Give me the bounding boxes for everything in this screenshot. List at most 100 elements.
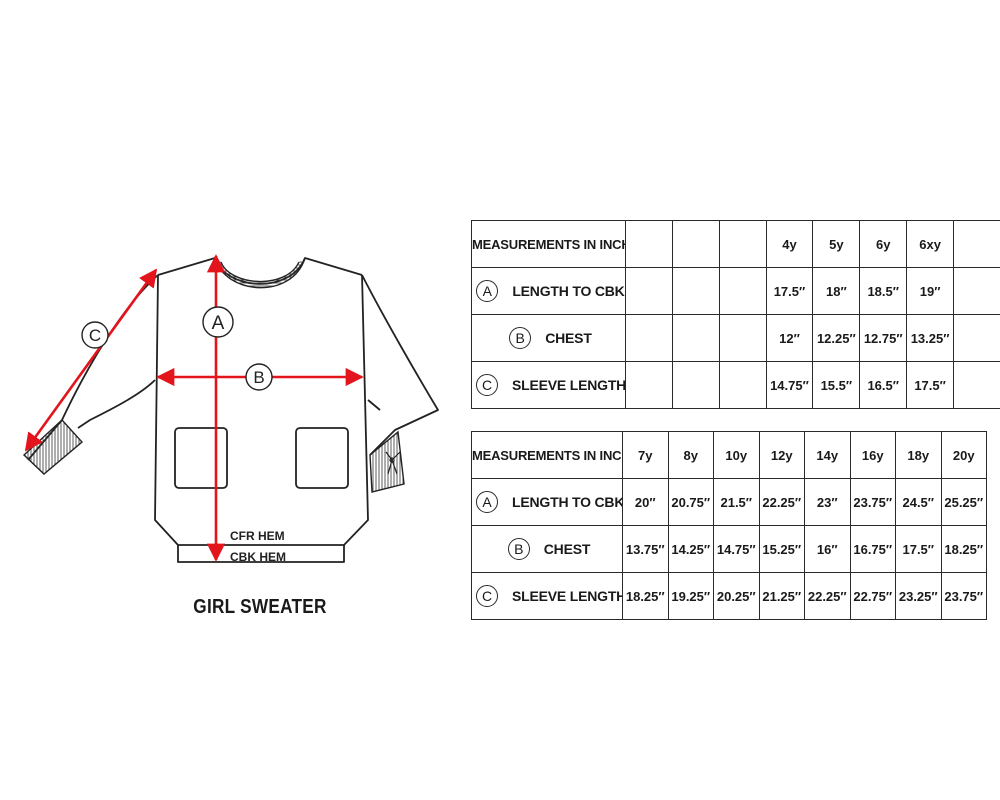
table-cell: 18.25″ — [622, 572, 669, 620]
svg-text:C: C — [89, 326, 101, 345]
table-cell: 19″ — [906, 267, 955, 315]
cuff-bow-icon — [385, 451, 401, 475]
left-cuff — [22, 419, 84, 475]
neck-rib — [215, 258, 305, 288]
table-cell: 15.25″ — [758, 525, 805, 573]
size-header: 6xy — [906, 220, 955, 268]
table-cell — [624, 314, 673, 362]
size-header: 12y — [758, 431, 805, 479]
measure-arrows — [24, 254, 364, 562]
table-row: A LENGTH TO CBK 20″ 20.75″ 21.5″ 22.25″ 2… — [471, 478, 987, 526]
table-cell: 20″ — [622, 478, 669, 526]
size-header — [718, 220, 767, 268]
table-cell — [624, 267, 673, 315]
header-label: MEASUREMENTS IN INCHES — [471, 220, 626, 268]
row-name: LENGTH TO CBK — [512, 283, 625, 299]
table-cell: 18.5″ — [859, 267, 908, 315]
marker-circle: B — [509, 327, 532, 349]
table-row: A LENGTH TO CBK 17.5″ 18″ 18.5″ 19″ — [471, 267, 1000, 315]
table-cell: 23.25″ — [895, 572, 942, 620]
sweater-outline — [27, 257, 439, 563]
table-cell: 17.5″ — [895, 525, 942, 573]
table-cell: 14.75″ — [713, 525, 760, 573]
hem-back-label: CBK HEM — [230, 550, 286, 564]
size-header: 14y — [804, 431, 851, 479]
table-cell: 19.25″ — [667, 572, 714, 620]
table-cell: 23.75″ — [849, 478, 896, 526]
table-cell: 16″ — [804, 525, 851, 573]
table-cell: 17.5″ — [906, 361, 955, 409]
size-header: 5y — [812, 220, 861, 268]
table-cell — [671, 267, 720, 315]
table-row: B CHEST 13.75″ 14.25″ 14.75″ 15.25″ 16″ 1… — [471, 525, 987, 573]
table-cell: 20.75″ — [667, 478, 714, 526]
right-cuff — [369, 430, 405, 493]
table-cell — [953, 361, 1000, 409]
table-cell: 24.5″ — [895, 478, 942, 526]
row-label: B CHEST — [471, 314, 626, 362]
row-label: C SLEEVE LENGTH — [471, 572, 623, 620]
marker-c: C — [81, 321, 109, 349]
marker-circle: C — [476, 374, 498, 396]
marker-circle: B — [507, 538, 530, 560]
table-cell: 23.75″ — [940, 572, 987, 620]
table-header-row: MEASUREMENTS IN INCHES 4y 5y 6y 6xy — [471, 220, 1000, 268]
marker-circle: C — [476, 585, 498, 607]
size-header: 8y — [667, 431, 714, 479]
svg-text:A: A — [212, 313, 225, 334]
table-cell: 14.25″ — [667, 525, 714, 573]
table-cell: 14.75″ — [765, 361, 814, 409]
table-header-row: MEASUREMENTS IN INCHES 7y 8y 10y 12y 14y… — [471, 431, 987, 479]
size-header: 10y — [713, 431, 760, 479]
table-cell — [671, 361, 720, 409]
marker-b: B — [245, 363, 273, 391]
table-cell: 18″ — [812, 267, 861, 315]
table-cell — [953, 267, 1000, 315]
header-label: MEASUREMENTS IN INCHES — [471, 431, 623, 479]
table-cell: 20.25″ — [713, 572, 760, 620]
size-table-small: MEASUREMENTS IN INCHES 4y 5y 6y 6xy A LEN… — [471, 220, 1000, 409]
size-header: 20y — [940, 431, 987, 479]
table-cell: 23″ — [804, 478, 851, 526]
table-cell — [718, 361, 767, 409]
marker-a: A — [202, 306, 234, 338]
size-header — [953, 220, 1000, 268]
row-name: CHEST — [545, 330, 592, 346]
table-cell: 13.75″ — [622, 525, 669, 573]
row-name: CHEST — [543, 541, 591, 557]
table-cell: 16.75″ — [849, 525, 896, 573]
size-header: 16y — [849, 431, 896, 479]
marker-circle: A — [476, 491, 498, 513]
table-cell: 22.75″ — [849, 572, 896, 620]
diagram-title: GIRL SWEATER — [193, 596, 327, 618]
table-cell: 16.5″ — [859, 361, 908, 409]
row-name: SLEEVE LENGTH — [512, 588, 623, 604]
table-cell: 17.5″ — [765, 267, 814, 315]
row-label: A LENGTH TO CBK — [471, 478, 623, 526]
arrow-c — [24, 268, 158, 452]
row-name: LENGTH TO CBK — [512, 494, 623, 510]
size-header: 7y — [622, 431, 669, 479]
table-cell: 22.25″ — [804, 572, 851, 620]
hem-front-label: CFR HEM — [230, 529, 285, 543]
table-cell: 21.5″ — [713, 478, 760, 526]
table-cell: 15.5″ — [812, 361, 861, 409]
row-label: A LENGTH TO CBK — [471, 267, 626, 315]
table-cell — [718, 314, 767, 362]
table-cell: 18.25″ — [940, 525, 987, 573]
table-cell: 25.25″ — [940, 478, 987, 526]
table-cell — [624, 361, 673, 409]
table-cell: 12.75″ — [859, 314, 908, 362]
size-table-large: MEASUREMENTS IN INCHES 7y 8y 10y 12y 14y… — [471, 431, 987, 620]
size-header: 6y — [859, 220, 908, 268]
table-cell: 22.25″ — [758, 478, 805, 526]
marker-circle: A — [476, 280, 499, 302]
table-cell — [953, 314, 1000, 362]
table-cell — [671, 314, 720, 362]
row-label: B CHEST — [471, 525, 623, 573]
